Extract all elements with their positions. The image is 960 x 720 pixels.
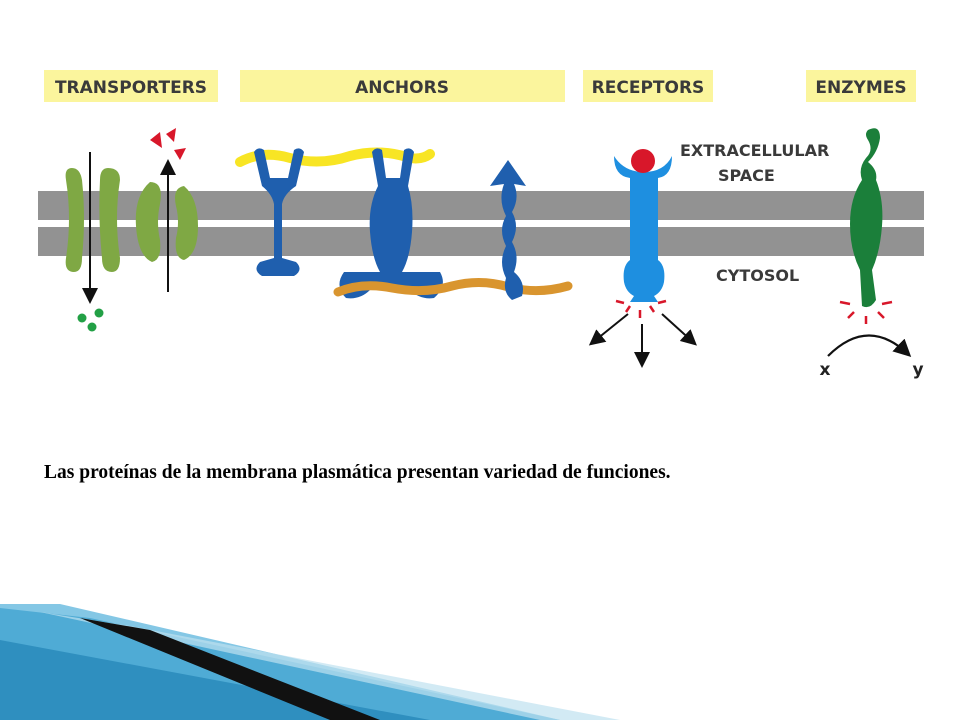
signal-ligand xyxy=(631,149,655,173)
enzyme-activation-marks xyxy=(839,300,893,324)
lipid-bilayer xyxy=(38,191,924,256)
receptor-protein xyxy=(614,156,672,302)
anchors-header: ANCHORS xyxy=(240,70,565,102)
enzyme-protein xyxy=(850,128,883,308)
receptor-activation-marks xyxy=(615,299,667,318)
slide-caption: Las proteínas de la membrana plasmática … xyxy=(44,462,671,483)
transporter-carrier-protein xyxy=(135,182,198,262)
cytosol-label: CYTOSOL xyxy=(716,266,799,285)
slide-corner-decoration xyxy=(0,604,620,720)
svg-text:RECEPTORS: RECEPTORS xyxy=(592,78,705,98)
product-y-label: y xyxy=(912,360,923,380)
svg-text:TRANSPORTERS: TRANSPORTERS xyxy=(55,78,207,98)
anchor-protein-1 xyxy=(254,148,304,276)
svg-text:ENZYMES: ENZYMES xyxy=(815,78,906,98)
anchor-protein-2 xyxy=(339,148,443,299)
substrate-x-label: x xyxy=(820,360,831,380)
enzymes-header: ENZYMES xyxy=(806,70,916,102)
space-label: SPACE xyxy=(718,166,775,185)
orange-intracellular-fiber xyxy=(333,278,573,297)
svg-text:ANCHORS: ANCHORS xyxy=(355,78,449,98)
transported-molecules xyxy=(77,308,104,332)
signal-output-arrows xyxy=(588,313,697,368)
membrane-protein-figure: TRANSPORTERS ANCHORS RECEPTORS ENZYMES E… xyxy=(38,70,924,380)
enzyme-reaction-arrow xyxy=(827,334,912,358)
transporters-header: TRANSPORTERS xyxy=(44,70,218,102)
receptors-header: RECEPTORS xyxy=(583,70,713,102)
anchor-protein-3 xyxy=(490,160,526,300)
transporter-channel-protein xyxy=(65,168,120,272)
extracellular-label: EXTRACELLULAR xyxy=(680,141,829,160)
yellow-extracellular-fiber xyxy=(235,147,435,167)
transported-ions xyxy=(150,128,186,160)
